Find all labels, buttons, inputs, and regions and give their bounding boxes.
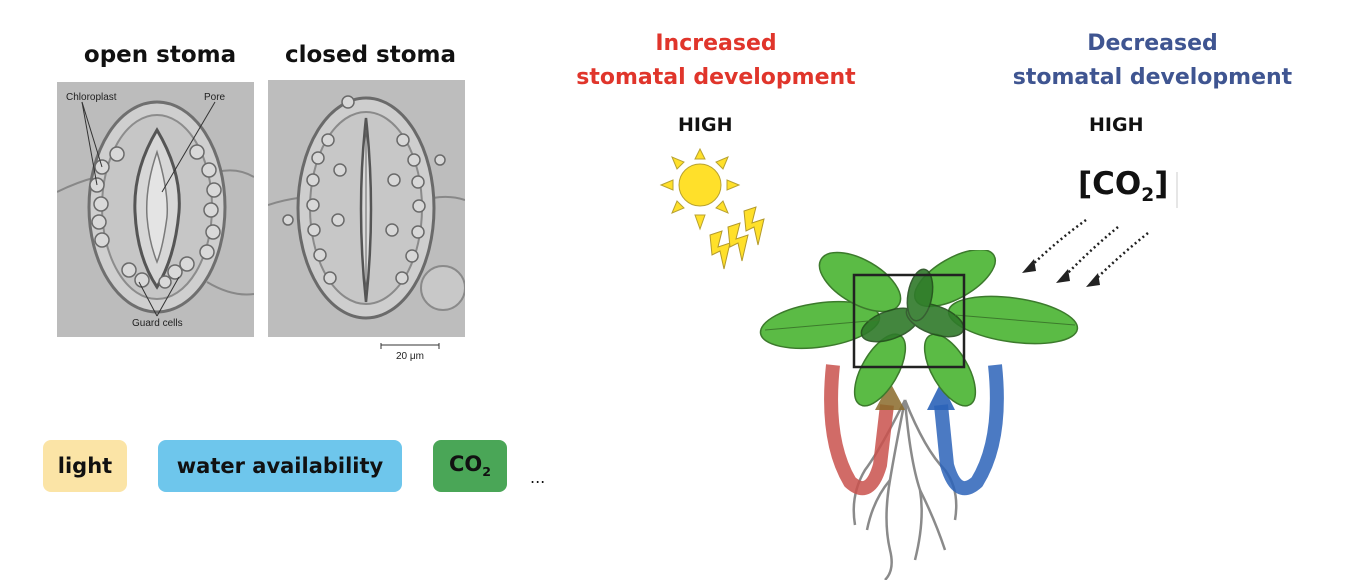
guard-cells-label: Guard cells	[132, 318, 183, 329]
sun-icon	[659, 147, 741, 231]
scale-bar	[380, 343, 440, 349]
light-rays-icon	[709, 206, 765, 270]
plant-illustration	[759, 250, 1079, 580]
open-stoma-micrograph	[57, 82, 254, 337]
light-factor-label: light	[57, 454, 113, 478]
chloroplast-label: Chloroplast	[66, 92, 117, 103]
text-cursor-mark	[1176, 172, 1178, 208]
increased-development-heading: Increased stomatal development	[566, 27, 866, 95]
high-co2-label: HIGH	[1089, 114, 1144, 136]
decreased-heading-line1: Decreased	[1087, 31, 1218, 56]
closed-stoma-micrograph	[268, 80, 465, 337]
co2-factor-label: CO2	[448, 452, 492, 480]
decreased-development-heading: Decreased stomatal development	[1000, 27, 1305, 95]
co2-arrows-icon	[1022, 218, 1149, 287]
pore-label: Pore	[204, 92, 226, 103]
water-factor-label: water availability	[176, 454, 384, 478]
increased-heading-line2: stomatal development	[576, 65, 856, 90]
co2-concentration-label: [CO2]	[1078, 166, 1169, 207]
light-factor-chip: light	[43, 440, 127, 492]
water-factor-chip: water availability	[158, 440, 402, 492]
open-stoma-title: open stoma	[83, 42, 237, 68]
increased-heading-line1: Increased	[655, 31, 777, 56]
high-light-label: HIGH	[678, 114, 733, 136]
closed-stoma-title: closed stoma	[284, 42, 457, 68]
more-factors-ellipsis: ...	[530, 468, 546, 487]
scale-bar-label: 20 μm	[396, 351, 424, 362]
decreased-heading-line2: stomatal development	[1012, 65, 1293, 90]
co2-factor-chip: CO2	[433, 440, 507, 492]
